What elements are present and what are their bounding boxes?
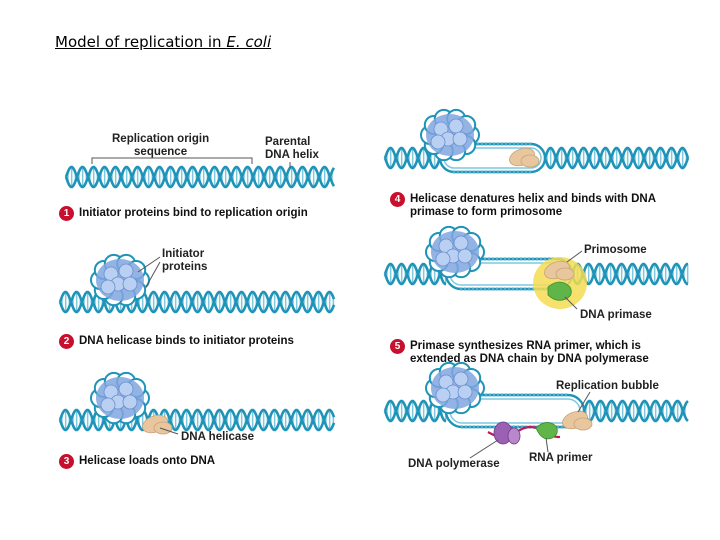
initiator-subunit (122, 394, 138, 410)
label-leader-lines (91, 157, 591, 459)
replication-bubble-label: Replication bubble (556, 380, 659, 392)
origin-bracket (91, 157, 253, 164)
dna-primase-shape (547, 281, 572, 301)
step-5: 5 Primase synthesizes RNA primer, which … (390, 339, 649, 366)
primase-leader (564, 296, 578, 310)
initiator-proteins-4 (425, 225, 485, 279)
primosome-leader (566, 250, 583, 263)
dna-helicase-label: DNA helicase (181, 431, 255, 443)
helicase-body (573, 417, 593, 431)
primase-r3 (535, 422, 558, 440)
step-3: 3 Helicase loads onto DNA (59, 454, 216, 469)
initiator-subunit (457, 248, 473, 264)
dna-strand (570, 262, 688, 286)
initiator-label: Initiator proteins (162, 248, 207, 274)
dna-strand (383, 262, 446, 286)
helicase-body (153, 421, 173, 435)
initiator-label-line2: proteins (162, 261, 208, 273)
initiator-subunit (435, 251, 451, 267)
dna-strand (383, 146, 442, 170)
primosome-helicase (544, 260, 575, 281)
initiator-subunit (452, 131, 468, 147)
dna-primase-label: DNA primase (580, 309, 652, 321)
dna-strand (582, 399, 689, 423)
dna-polymerase-label: DNA polymerase (408, 458, 500, 470)
step-1-number: 1 (59, 206, 74, 221)
title-organism: E. coli (226, 33, 272, 51)
parental-label-line1: Parental (265, 136, 311, 148)
initiator-subunit (448, 118, 464, 134)
dna-strand (543, 146, 690, 170)
helicase-r3 (562, 410, 593, 431)
step-1-text: Initiator proteins bind to replication o… (79, 207, 308, 219)
initiator-label-line1: Initiator (162, 248, 205, 260)
origin-label-line2: sequence (134, 146, 188, 158)
step-3-number: 3 (59, 454, 74, 469)
initiator-subunit (457, 384, 473, 400)
initiator-subunit (118, 263, 134, 279)
parental-label-line2: DNA helix (265, 149, 319, 161)
initiator-subunit (122, 276, 138, 292)
helicase-body (520, 154, 540, 168)
dna-strand (543, 146, 690, 170)
rna-primer-leader (545, 437, 549, 453)
helix-r2-right (570, 262, 689, 286)
dna-strand (58, 408, 336, 432)
initiator-subunit (100, 279, 116, 295)
parental-helix (64, 165, 336, 189)
polymerase-leader (469, 439, 499, 459)
helix-r3-right (582, 399, 689, 423)
step-5-text: Primase synthesizes RNA primer, which is… (410, 340, 649, 366)
initiator-subunit (453, 371, 469, 387)
step-2-number: 2 (59, 334, 74, 349)
dna-strand (570, 262, 688, 286)
page-title: Model of replication in E. coli (55, 33, 271, 51)
step-5-line2: extended as DNA chain by DNA polymerase (410, 353, 649, 365)
initiator-leader (145, 261, 161, 288)
initiator-subunit (118, 381, 134, 397)
initiator-proteins-3 (420, 108, 480, 162)
initiator-subunit (430, 134, 446, 150)
helicase-leader (159, 427, 179, 435)
polymerase-body (507, 427, 521, 445)
rna-primer-label: RNA primer (529, 452, 593, 464)
step-4-number: 4 (390, 192, 405, 207)
step-1: 1 Initiator proteins bind to replication… (59, 206, 308, 221)
dna-polymerase-shape (493, 421, 521, 445)
step-4-line1: Helicase denatures helix and binds with … (410, 193, 657, 205)
parental-label: Parental DNA helix (265, 136, 319, 162)
dna-strand (58, 290, 336, 314)
dna-strand (383, 399, 446, 423)
initiator-leader (137, 256, 161, 273)
initiator-proteins-5 (425, 361, 485, 415)
step-4: 4 Helicase denatures helix and binds wit… (390, 192, 656, 219)
origin-bracket-line (91, 157, 253, 164)
origin-label: Replication origin sequence (112, 133, 209, 159)
step-2: 2 DNA helicase binds to initiator protei… (59, 334, 294, 349)
protein-shapes (90, 108, 593, 445)
dna-strand (582, 399, 689, 423)
initiator-subunit (453, 235, 469, 251)
helicase-r1 (509, 147, 540, 168)
primase-r3-body (535, 422, 558, 440)
helicase-body (555, 267, 575, 281)
dna-strand (64, 165, 336, 189)
initiator-proteins-2 (90, 371, 150, 425)
step-5-line1: Primase synthesizes RNA primer, which is (410, 340, 641, 352)
step-2-text: DNA helicase binds to initiator proteins (79, 335, 294, 347)
step-3-text: Helicase loads onto DNA (79, 455, 216, 467)
step-4-line2: primase to form primosome (410, 206, 563, 218)
title-text: Model of replication in (55, 33, 227, 51)
origin-label-line1: Replication origin (112, 133, 210, 145)
helix-r1-right (543, 146, 690, 170)
primosome-label: Primosome (584, 244, 647, 256)
initiator-subunit (100, 397, 116, 413)
bubble-leader (577, 391, 591, 413)
step-5-number: 5 (390, 339, 405, 354)
step-4-text: Helicase denatures helix and binds with … (410, 193, 656, 219)
initiator-subunit (435, 387, 451, 403)
initiator-proteins-1 (90, 253, 150, 307)
